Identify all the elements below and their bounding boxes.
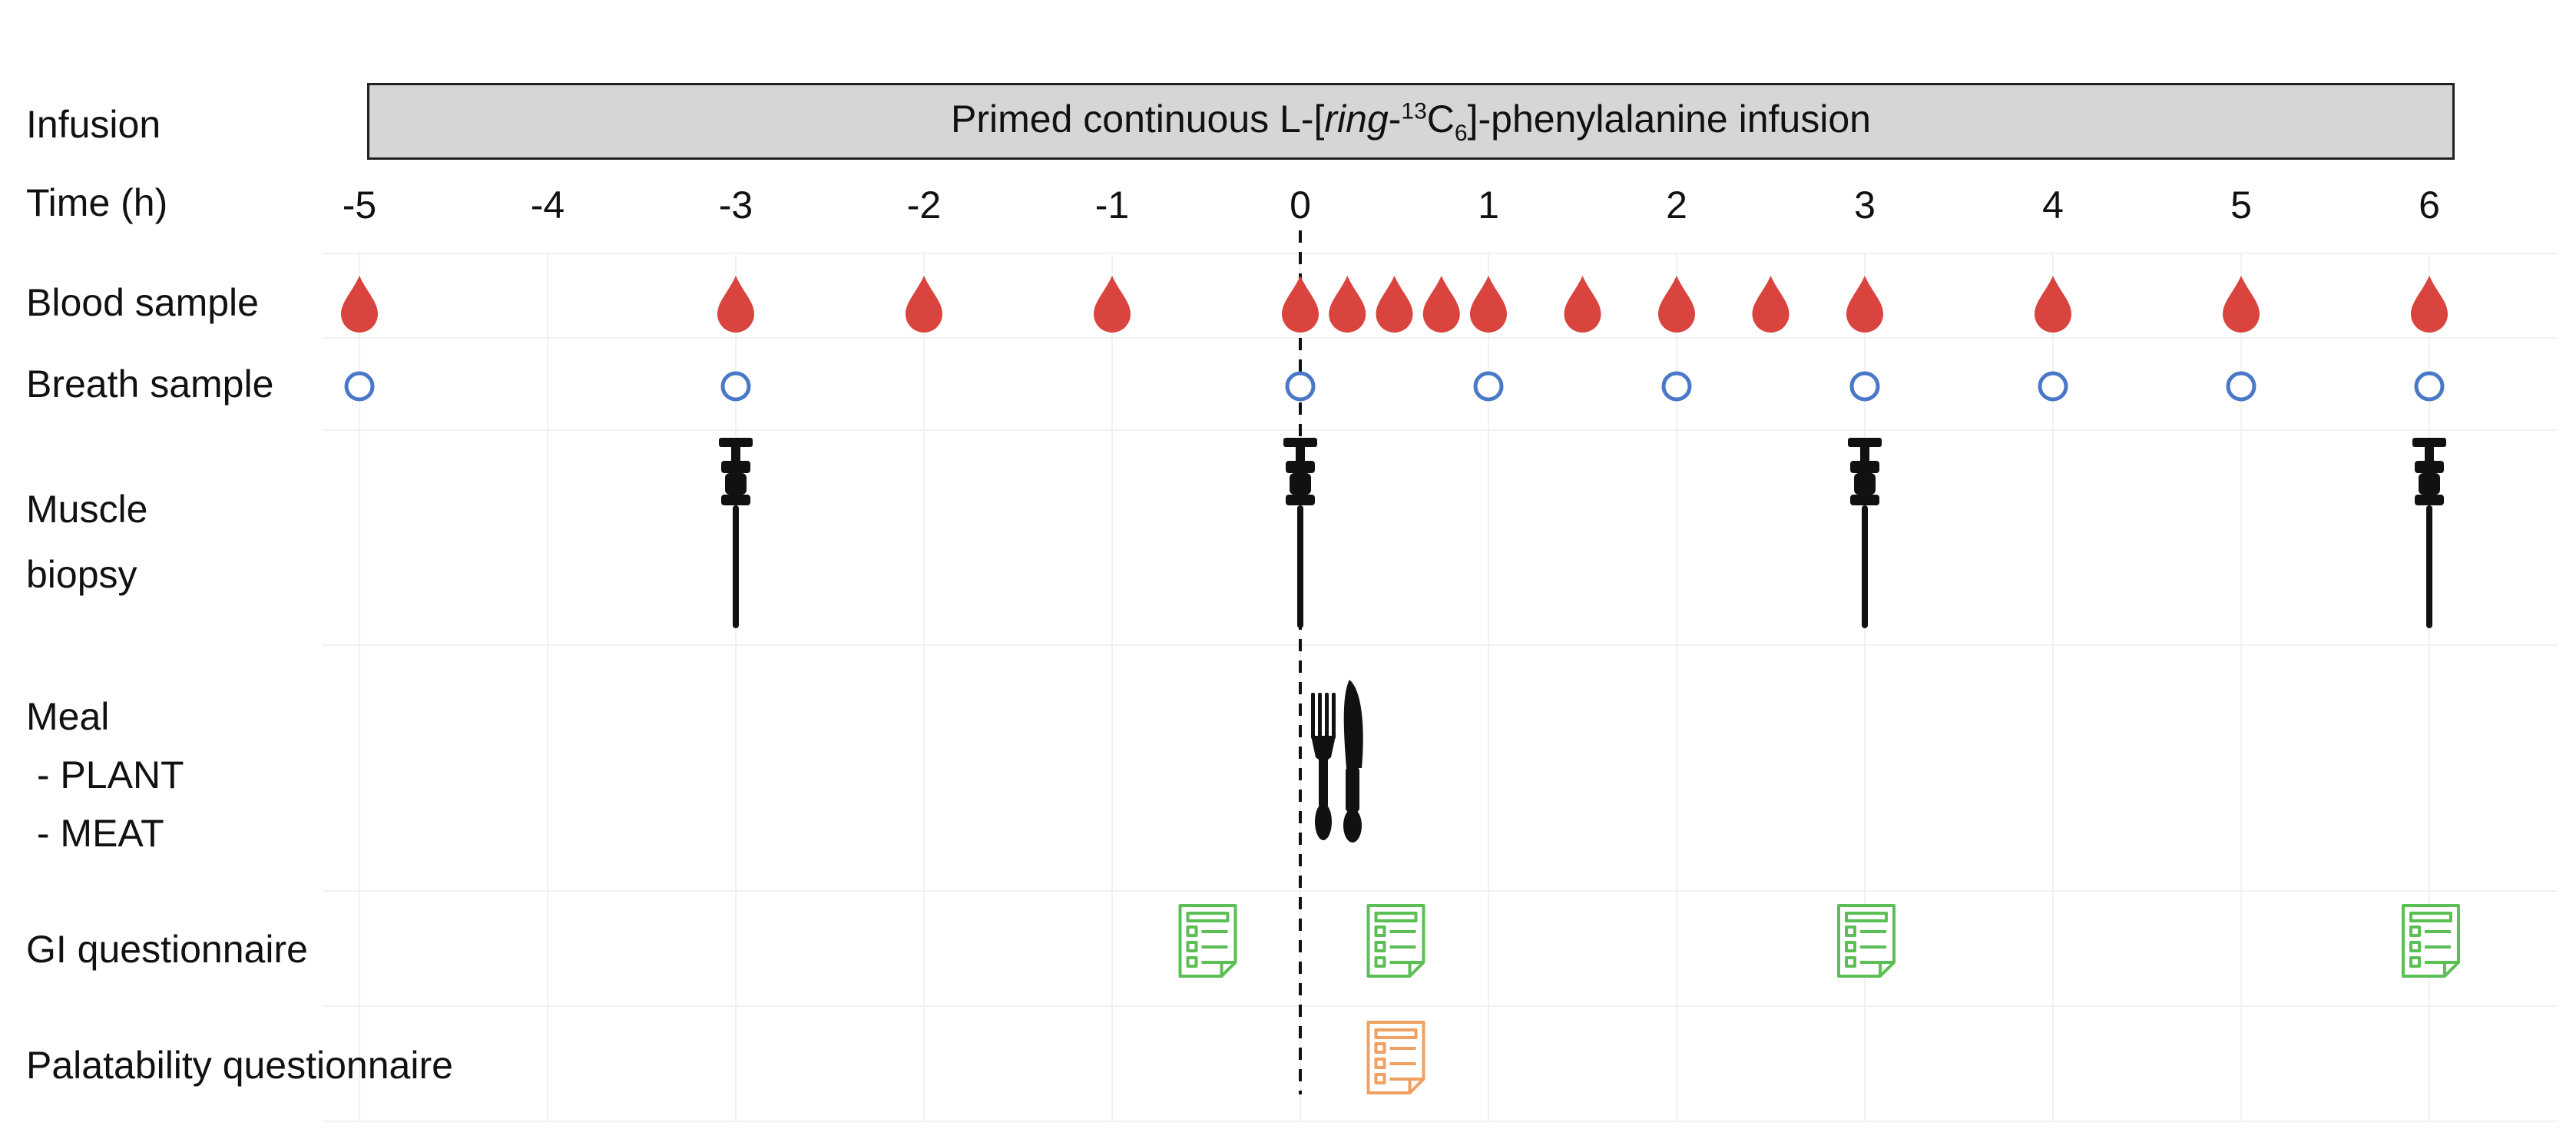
time-tick-label: -3 (718, 184, 753, 227)
breath-circle-icon (1473, 371, 1504, 402)
blood-drop-icon (1564, 276, 1601, 333)
label-blood-sample: Blood sample (26, 281, 259, 324)
biopsy-needle-icon (2412, 438, 2446, 628)
questionnaire-sheet-icon (1837, 904, 1896, 978)
questionnaire-sheet-icon (1178, 904, 1237, 978)
blood-drop-icon (1376, 276, 1413, 333)
breath-circle-icon (720, 371, 751, 402)
time-tick-label: 1 (1478, 184, 1499, 227)
time-tick-label: 3 (1854, 184, 1876, 227)
blood-drop-icon (1658, 276, 1695, 333)
biopsy-needle-icon (1283, 438, 1317, 628)
label-time: Time (h) (26, 181, 168, 224)
time-tick-label: -4 (530, 184, 565, 227)
time-tick-label: -2 (906, 184, 942, 227)
breath-circle-icon (2038, 371, 2068, 402)
blood-drop-icon (1094, 276, 1131, 333)
blood-drop-icon (2035, 276, 2071, 333)
blood-drop-icon (1752, 276, 1790, 333)
label-meal: Meal (26, 695, 110, 738)
time-tick-label: 2 (1666, 184, 1687, 227)
blood-drop-icon (717, 276, 754, 333)
label-meal-meat: - MEAT (26, 812, 164, 855)
questionnaire-sheet-icon (1366, 1021, 1425, 1094)
questionnaire-sheet-icon (2402, 904, 2460, 978)
time-tick-label: 5 (2230, 184, 2252, 227)
time-tick-label: 0 (1290, 184, 1311, 227)
breath-circle-icon (1849, 371, 1880, 402)
label-breath-sample: Breath sample (26, 363, 274, 406)
blood-drop-icon (1329, 276, 1366, 333)
fork-knife-icon (1311, 680, 1363, 843)
label-gi-questionnaire: GI questionnaire (26, 928, 308, 971)
time-tick-label: -5 (342, 184, 377, 227)
biopsy-needle-icon (1848, 438, 1882, 628)
breath-circle-icon (1285, 371, 1316, 402)
infusion-bar: Primed continuous L-[ring-13C6]-phenylal… (367, 83, 2455, 160)
label-palatability-questionnaire: Palatability questionnaire (26, 1044, 453, 1087)
blood-drop-icon (1846, 276, 1883, 333)
breath-circle-icon (2226, 371, 2256, 402)
label-meal-plant: - PLANT (26, 753, 184, 796)
time-tick-label: -1 (1094, 184, 1130, 227)
label-muscle: Muscle (26, 488, 148, 531)
blood-drop-icon (906, 276, 942, 333)
blood-drop-icon (1470, 276, 1507, 333)
label-biopsy: biopsy (26, 553, 137, 596)
time-tick-label: 6 (2419, 184, 2440, 227)
blood-drop-icon (1282, 276, 1319, 333)
questionnaire-sheet-icon (1366, 904, 1425, 978)
blood-drop-icon (1422, 276, 1460, 333)
blood-drop-icon (2223, 276, 2260, 333)
breath-circle-icon (344, 371, 375, 402)
time-tick-label: 4 (2042, 184, 2064, 227)
label-infusion: Infusion (26, 103, 161, 146)
blood-drop-icon (2411, 276, 2448, 333)
breath-circle-icon (1661, 371, 1692, 402)
breath-circle-icon (2414, 371, 2445, 402)
infusion-text: Primed continuous L-[ring-13C6]-phenylal… (951, 97, 1871, 146)
biopsy-needle-icon (719, 438, 753, 628)
blood-drop-icon (341, 276, 378, 333)
